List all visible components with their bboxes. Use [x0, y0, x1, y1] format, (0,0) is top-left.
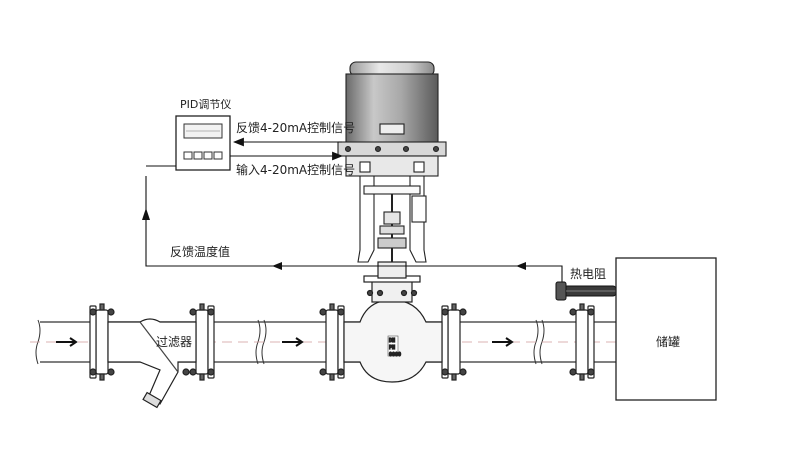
- feedback-signal-label: 反馈4-20mA控制信号: [236, 121, 355, 135]
- flange-icon: [319, 303, 345, 381]
- flange-icon: [189, 303, 215, 381]
- filter-label: 过滤器: [156, 335, 192, 349]
- feedback-temperature-label: 反馈温度值: [170, 244, 230, 259]
- input-signal-label: 输入4-20mA控制信号: [236, 162, 355, 177]
- control-valve-body: DN PN 0000: [343, 261, 443, 383]
- arrow-up-icon: [142, 208, 150, 220]
- arrow-left-icon: [516, 262, 526, 270]
- pid-button: [183, 151, 193, 160]
- pid-controller-label: PID调节仪: [180, 98, 231, 111]
- flow-arrow-icon: [56, 337, 78, 347]
- pid-button: [203, 151, 213, 160]
- y-strainer: [107, 318, 197, 409]
- pid-controller: PID调节仪: [175, 98, 231, 171]
- arrow-left-icon: [272, 262, 282, 270]
- thermal-resistor-label: 热电阻: [570, 267, 606, 281]
- electric-actuator: [337, 61, 447, 177]
- valve-yoke: [357, 175, 427, 263]
- thermal-resistor: 热电阻: [555, 267, 617, 301]
- flange-icon: [569, 303, 595, 381]
- flow-arrows: [56, 337, 514, 347]
- pipe-flanges: [89, 303, 595, 381]
- pid-button: [213, 151, 223, 160]
- pid-button: [193, 151, 203, 160]
- svg-text:PN: PN: [389, 345, 395, 351]
- svg-text:0000: 0000: [389, 352, 401, 358]
- flange-icon: [89, 303, 115, 381]
- storage-tank-box: [615, 257, 717, 401]
- signal-lines: 反馈4-20mA控制信号 输入4-20mA控制信号: [230, 121, 355, 177]
- flow-arrow-icon: [492, 337, 514, 347]
- flow-arrow-icon: [282, 337, 304, 347]
- storage-tank: 储罐: [615, 257, 717, 401]
- temperature-feedback-loop: 反馈温度值: [142, 165, 563, 284]
- svg-text:DN: DN: [389, 338, 395, 344]
- flange-icon: [441, 303, 467, 381]
- storage-tank-label: 储罐: [656, 334, 680, 349]
